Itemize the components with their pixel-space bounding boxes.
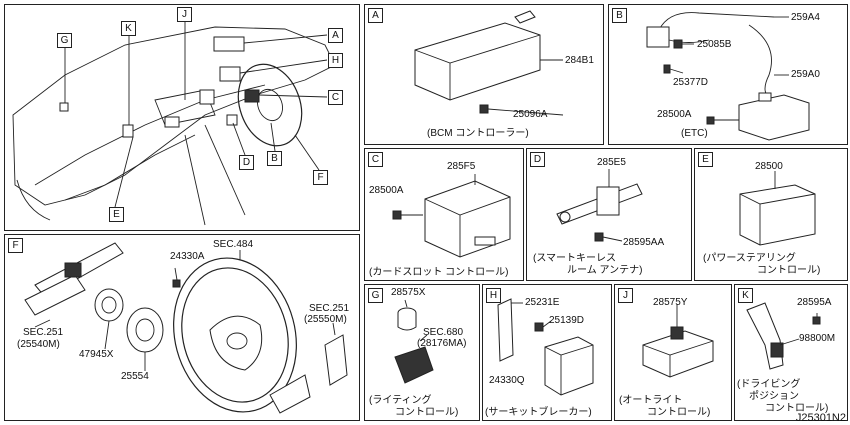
panel-letter: A [368, 8, 383, 23]
part-25231e: 25231E [525, 297, 560, 308]
caption-auto-light-1: (オートライト [619, 395, 683, 406]
power-steering-illustration [739, 171, 816, 246]
panel-k: K 28595A 98800M (ドライビング ポジション コントロール) [734, 284, 848, 421]
panel-e: E 28500 (パワーステアリング コントロール) [694, 148, 848, 281]
caption-driving-position-2: ポジション [749, 391, 799, 402]
part-25550m: (25550M) [304, 314, 347, 325]
caption-antenna-1: (スマートキーレス [533, 253, 617, 264]
diagram-reference-code: J25301N2 [795, 412, 846, 424]
part-24330q: 24330Q [489, 375, 525, 386]
part-28595a: 28595A [797, 297, 832, 308]
steering-illustration [24, 242, 348, 414]
part-25554: 25554 [121, 371, 149, 382]
caption-auto-light-2: コントロール) [647, 407, 711, 418]
overview-key-j: J [177, 7, 192, 22]
overview-key-e: E [109, 207, 124, 222]
panel-a: A 284B1 25096A (BCM コントローラー) [364, 4, 604, 145]
caption-card-slot: (カードスロット コントロール) [369, 267, 509, 278]
panel-d: D 285E5 28595AA (スマートキーレス ルーム アンテナ) [526, 148, 692, 281]
circuit-breaker-illustration [497, 298, 594, 396]
part-sec-251-right: SEC.251 [309, 303, 350, 314]
part-259a0: 259A0 [791, 69, 820, 80]
overview-key-k: K [121, 21, 136, 36]
part-284b1: 284B1 [565, 55, 594, 66]
panel-b: B 259A4 25085B 25377D 259A0 28500A (ETC) [608, 4, 848, 145]
part-sec-680: SEC.680 [423, 327, 464, 338]
part-47945x: 47945X [79, 349, 114, 360]
overview-key-a: A [328, 28, 343, 43]
card-slot-illustration [392, 174, 511, 258]
part-25139d: 25139D [549, 315, 585, 326]
caption-lighting-2: コントロール) [395, 407, 459, 418]
part-28500a: 28500A [657, 109, 692, 120]
panel-letter: E [698, 152, 713, 167]
caption-driving-position-1: (ドライビング [737, 379, 801, 390]
part-25085b: 25085B [697, 39, 732, 50]
caption-power-steering-1: (パワーステアリング [703, 253, 796, 264]
part-259a4: 259A4 [791, 12, 820, 23]
caption-etc: (ETC) [681, 128, 708, 139]
part-sec-484: SEC.484 [213, 239, 254, 250]
overview-key-h: H [328, 53, 343, 68]
part-25096a: 25096A [513, 109, 548, 120]
part-285e5: 285E5 [597, 157, 626, 168]
part-28575y: 28575Y [653, 297, 688, 308]
panel-letter: C [368, 152, 383, 167]
caption-bcm: (BCM コントローラー) [427, 128, 529, 139]
part-28575x: 28575X [391, 287, 426, 298]
panel-h: H 25231E 25139D 24330Q (サーキットブレーカー) [482, 284, 612, 421]
panel-f: F 24 [4, 234, 360, 421]
panel-letter: G [368, 288, 383, 303]
antenna-illustration [556, 169, 643, 242]
overview-key-g: G [57, 33, 72, 48]
overview-key-f: F [313, 170, 328, 185]
panel-c: C 285F5 28500A (カードスロット コントロール) [364, 148, 524, 281]
panel-g: G 28575X SEC.680 (28176MA) (ライティング コントロー… [364, 284, 480, 421]
overview-panel: A H C J K G D B F E [4, 4, 360, 231]
part-28500: 28500 [755, 161, 783, 172]
caption-driving-position-3: コントロール) [765, 403, 829, 414]
panel-letter: J [618, 288, 633, 303]
lighting-illustration [394, 299, 434, 384]
panel-letter: F [8, 238, 23, 253]
caption-lighting-1: (ライティング [369, 395, 432, 406]
overview-key-c: C [328, 90, 343, 105]
etc-illustration [646, 12, 810, 141]
part-28500a: 28500A [369, 185, 404, 196]
panel-letter: D [530, 152, 545, 167]
driving-position-illustration [746, 302, 821, 370]
part-98800m: 98800M [799, 333, 836, 344]
panel-letter: H [486, 288, 501, 303]
part-28176ma: (28176MA) [417, 338, 467, 349]
caption-power-steering-2: コントロール) [757, 265, 821, 276]
dashboard-illustration [12, 21, 336, 226]
part-25377d: 25377D [673, 77, 709, 88]
part-sec-251-left: SEC.251 [23, 327, 64, 338]
bcm-illustration [414, 10, 564, 116]
overview-key-d: D [239, 155, 254, 170]
panel-letter: B [612, 8, 627, 23]
auto-light-illustration [642, 305, 714, 378]
caption-circuit-breaker: (サーキットブレーカー) [485, 407, 592, 418]
panel-j: J 28575Y (オートライト コントロール) [614, 284, 732, 421]
panel-letter: K [738, 288, 753, 303]
part-24330a: 24330A [170, 251, 205, 262]
part-285f5: 285F5 [447, 161, 476, 172]
part-28595aa: 28595AA [623, 237, 665, 248]
overview-key-b: B [267, 151, 282, 166]
caption-antenna-2: ルーム アンテナ) [567, 265, 643, 276]
part-25540m: (25540M) [17, 339, 60, 350]
